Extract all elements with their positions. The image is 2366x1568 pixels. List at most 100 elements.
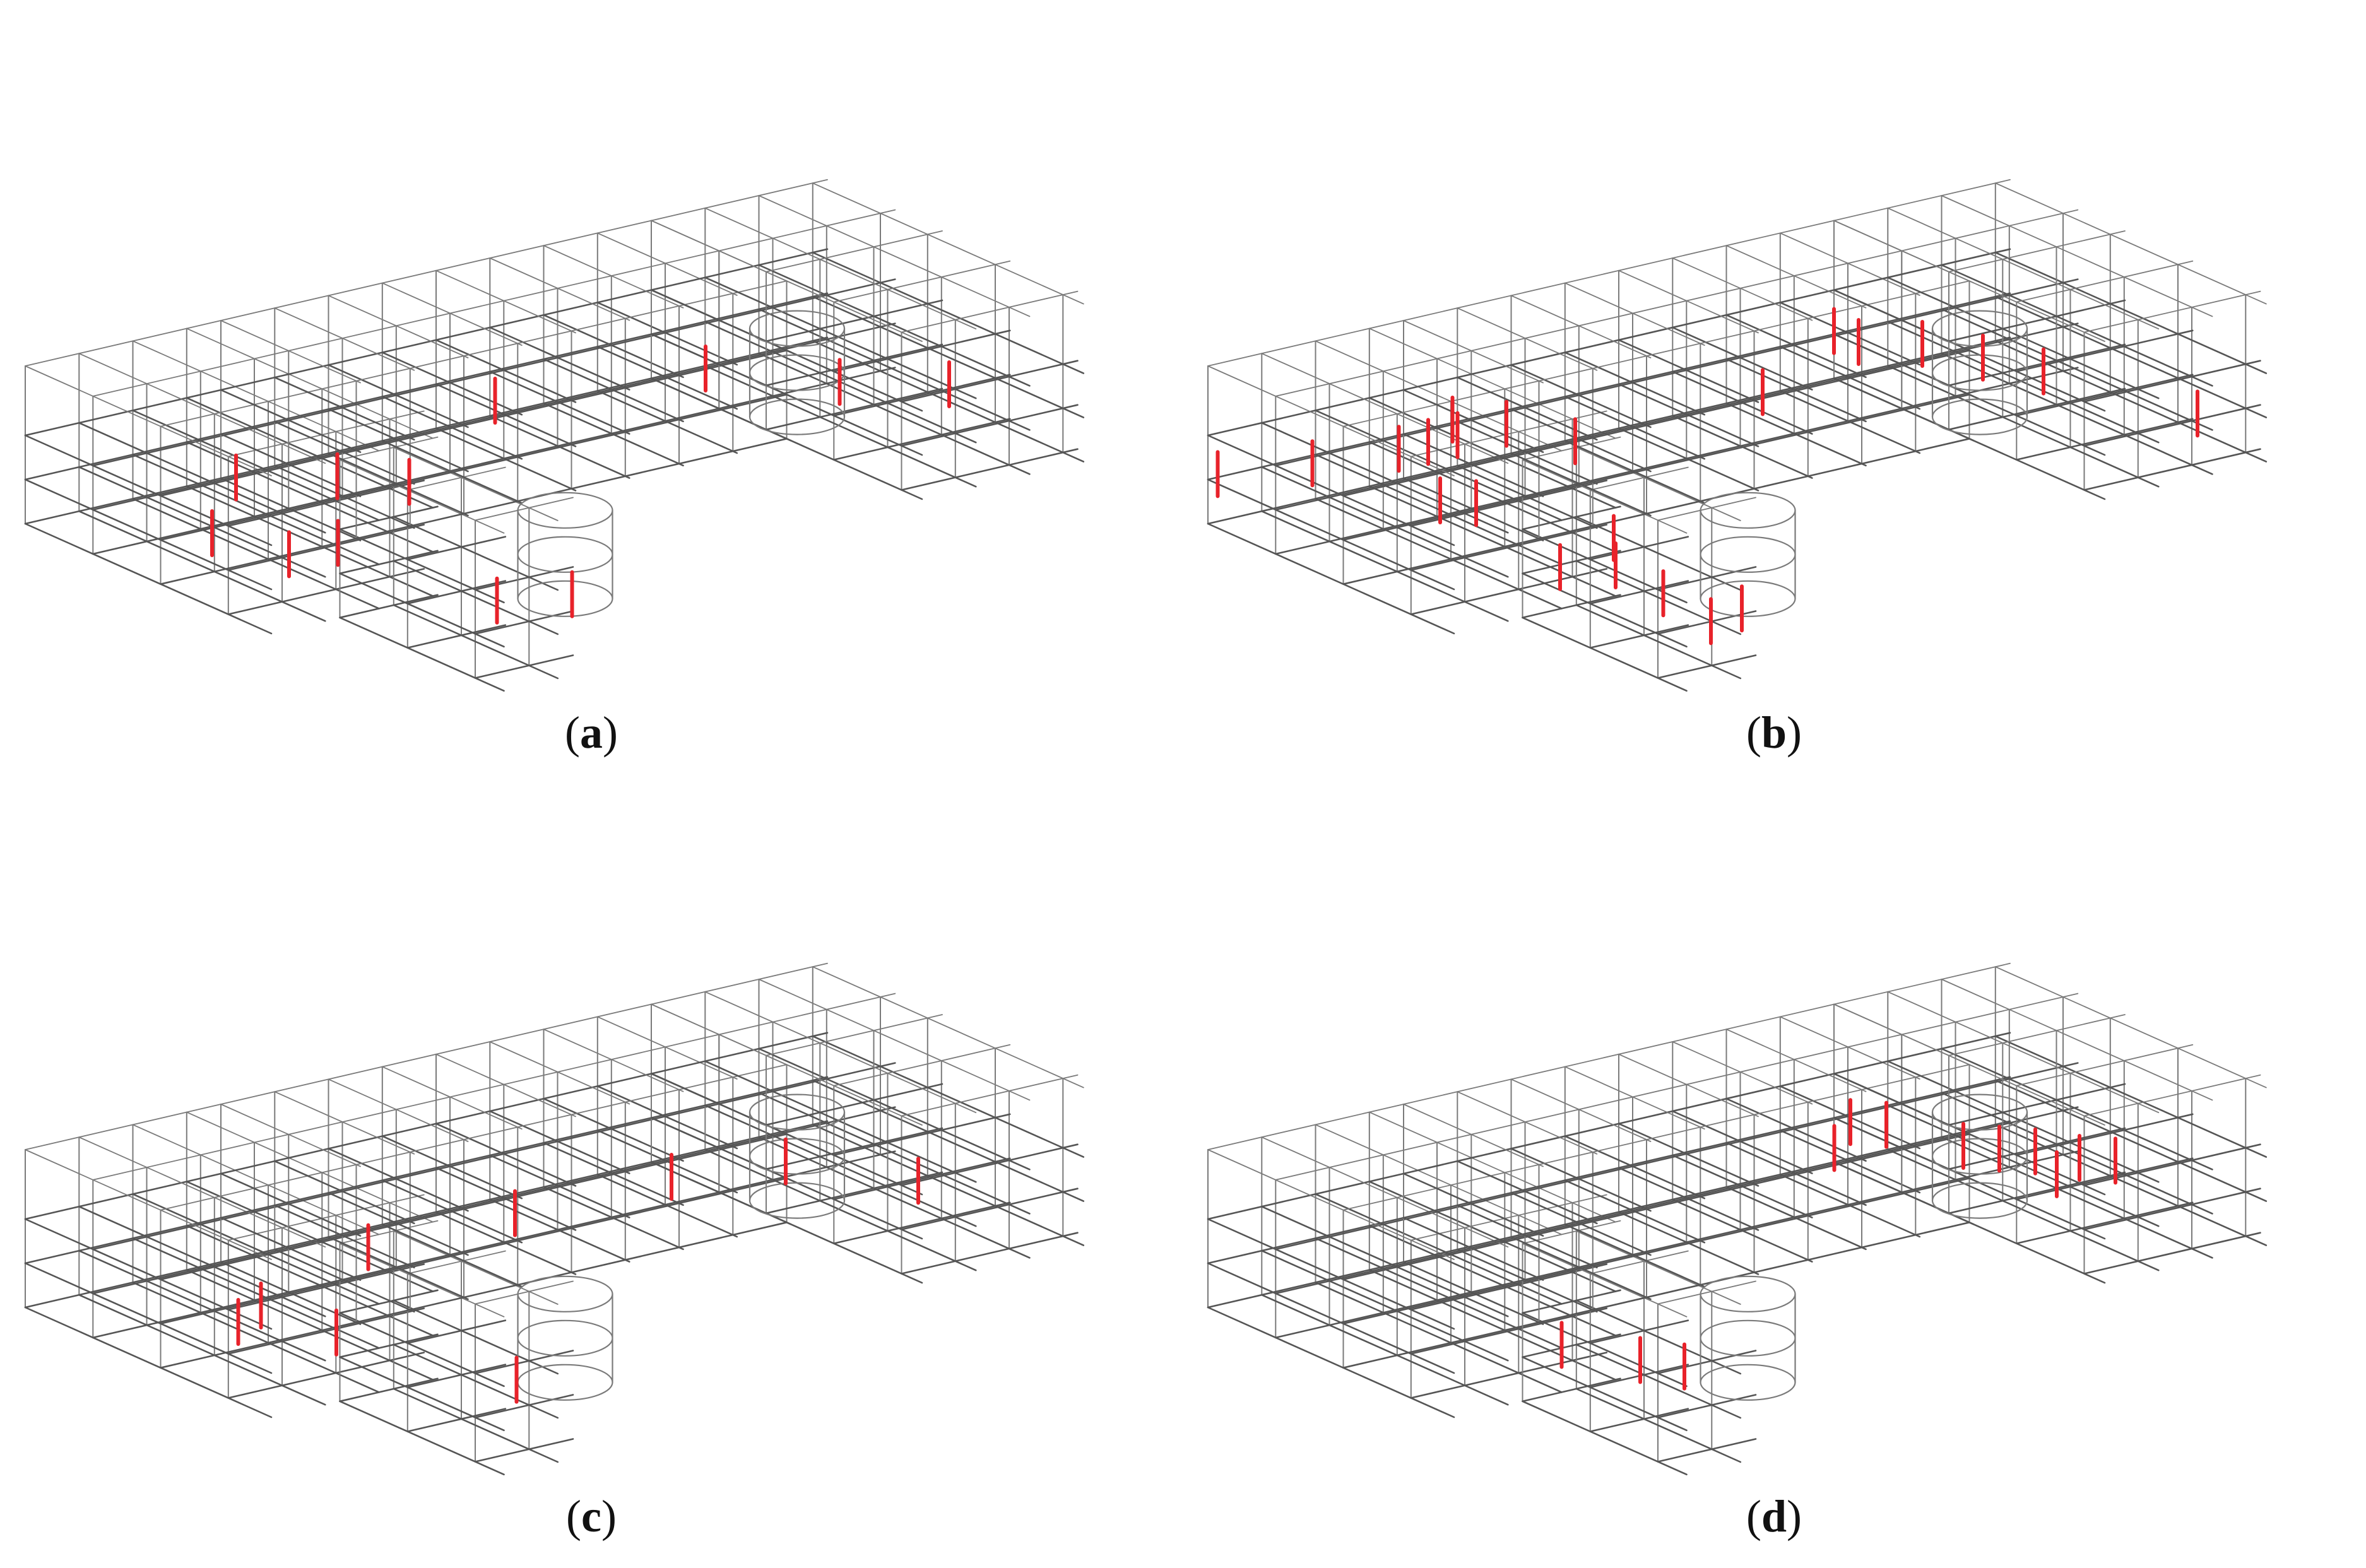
frame-beam xyxy=(1833,962,2011,1005)
frame-beam xyxy=(1589,536,1689,560)
frame-beam xyxy=(24,1261,222,1309)
frame-beam xyxy=(2016,1201,2194,1244)
stair-core-ring xyxy=(1700,1319,1796,1357)
frame-beam xyxy=(650,1117,767,1170)
frame-beam xyxy=(704,991,821,1044)
stair-core-ring xyxy=(1931,310,2028,347)
frame-beam xyxy=(92,1134,290,1181)
frame-beam xyxy=(650,1073,767,1126)
frame-beam xyxy=(474,654,574,679)
frame-beam xyxy=(704,321,821,374)
frame-beam xyxy=(1833,248,2011,291)
frame-beam xyxy=(2083,448,2261,491)
frame-beam xyxy=(186,397,434,509)
frame-beam xyxy=(1575,604,1742,680)
frame-beam xyxy=(1207,477,1405,525)
frame-beam xyxy=(273,1204,415,1269)
frame-beam xyxy=(819,1111,977,1183)
frame-beam xyxy=(1207,522,1455,635)
frame-beam xyxy=(1261,353,1509,464)
frame-beam xyxy=(812,251,929,305)
frame-beam xyxy=(1207,320,1404,367)
frame-beam xyxy=(1261,1294,1509,1406)
frame-beam xyxy=(2016,260,2194,303)
frame-beam xyxy=(1510,364,1652,428)
frame-beam xyxy=(489,1041,630,1105)
frame-beam xyxy=(926,303,1085,374)
frame-beam xyxy=(1833,220,1949,273)
frame-beam xyxy=(1941,195,2057,248)
frame-beam xyxy=(1315,1124,1563,1235)
frame-beam xyxy=(926,1131,1085,1202)
frame-beam xyxy=(1948,271,2105,342)
frame-beam xyxy=(186,1225,434,1336)
frame-beam xyxy=(1207,1218,1455,1330)
frame-beam xyxy=(704,1060,821,1114)
frame-beam xyxy=(1207,389,1405,437)
frame-beam xyxy=(273,464,415,529)
frame-beam xyxy=(92,1291,290,1339)
frame-beam xyxy=(1261,510,1509,622)
stair-core-ring xyxy=(1700,492,1796,529)
frame-beam xyxy=(1261,421,1509,534)
frame-beam xyxy=(474,566,574,591)
frame-beam xyxy=(393,1388,559,1463)
frame-beam xyxy=(24,433,222,481)
frame-beam xyxy=(78,353,326,464)
frame-beam xyxy=(1948,1054,2105,1126)
frame-beam xyxy=(393,604,559,680)
frame-beam xyxy=(2109,233,2267,305)
frame-beam xyxy=(274,1091,415,1155)
frame-beam xyxy=(160,1164,357,1211)
frame-beam xyxy=(393,1299,559,1375)
stair-core-ring xyxy=(1700,536,1796,573)
frame-beam xyxy=(1261,1249,1509,1362)
frame-beam xyxy=(220,1104,361,1167)
frame-beam xyxy=(1589,624,1689,649)
frame-beam xyxy=(339,528,505,604)
frame-beam xyxy=(2083,404,2261,447)
frame-beam xyxy=(1887,1060,2004,1114)
frame-beam xyxy=(1833,1003,1949,1056)
frame-beam xyxy=(1207,434,1455,546)
frame-beam xyxy=(1725,245,1867,309)
frame-beam xyxy=(381,282,523,346)
frame-beam xyxy=(1456,1160,1598,1225)
frame-beam xyxy=(873,246,1031,317)
frame-beam xyxy=(1725,314,1867,379)
frame-beam xyxy=(819,1200,977,1271)
frame-beam xyxy=(1315,1282,1563,1393)
frame-beam xyxy=(1948,230,2126,273)
frame-beam xyxy=(1948,1171,2126,1215)
frame-beam xyxy=(1994,251,2112,305)
frame-beam xyxy=(328,295,469,358)
frame-model-a xyxy=(24,179,1085,692)
frame-beam xyxy=(339,1377,439,1403)
frame-beam xyxy=(132,1282,380,1393)
frame-beam xyxy=(650,1076,829,1119)
frame-beam xyxy=(650,377,767,431)
stair-core-ring xyxy=(748,1182,846,1219)
frame-beam xyxy=(596,302,738,366)
frame-beam xyxy=(393,560,559,635)
frame-beam xyxy=(2109,1017,2267,1088)
frame-beam xyxy=(1725,1097,1867,1162)
frame-beam xyxy=(1901,209,2079,252)
frame-beam xyxy=(1456,1204,1598,1269)
frame-beam xyxy=(2055,403,2213,475)
frame-beam xyxy=(926,1017,1084,1088)
frame-beam xyxy=(435,339,577,403)
frame-beam xyxy=(873,1187,1031,1259)
frame-beam xyxy=(1833,179,2011,221)
frame-beam xyxy=(1901,367,2079,410)
frame-beam xyxy=(381,351,523,416)
frame-beam xyxy=(186,441,434,553)
frame-beam xyxy=(406,1319,507,1344)
frame-beam xyxy=(393,447,559,521)
frame-beam xyxy=(718,278,896,321)
frame-beam xyxy=(1779,302,1921,366)
frame-beam xyxy=(766,1014,943,1056)
frame-beam xyxy=(393,516,559,591)
frame-beam xyxy=(2109,1175,2268,1246)
frame-beam xyxy=(339,1400,505,1476)
